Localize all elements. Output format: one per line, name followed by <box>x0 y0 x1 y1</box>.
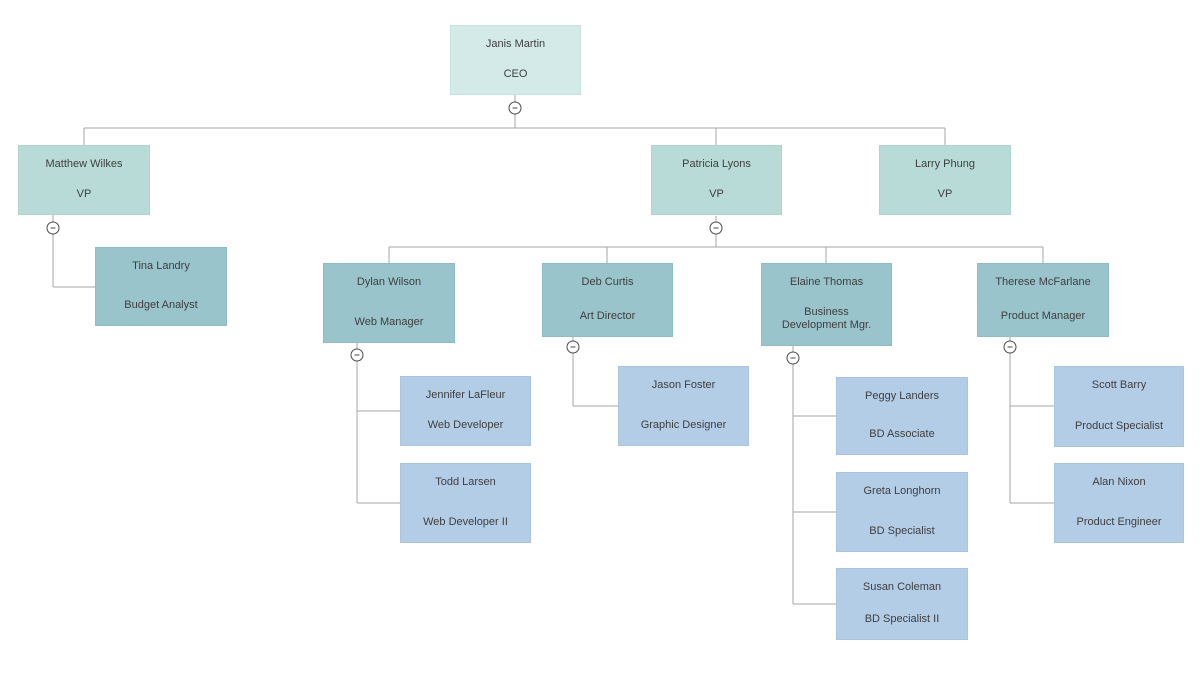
minus-icon <box>1007 346 1013 348</box>
minus-icon <box>713 227 719 229</box>
org-node-jason-foster[interactable]: Jason Foster Graphic Designer <box>618 366 749 446</box>
node-name: Jennifer LaFleur <box>425 389 506 401</box>
org-node-alan-nixon[interactable]: Alan Nixon Product Engineer <box>1054 463 1184 543</box>
minus-icon <box>50 227 56 229</box>
node-title: Business Development Mgr. <box>781 306 872 331</box>
node-title: Product Manager <box>1000 310 1086 322</box>
node-name: Todd Larsen <box>435 476 496 488</box>
node-title: BD Associate <box>869 428 935 440</box>
node-name: Janis Martin <box>485 38 546 50</box>
collapse-toggle-elaine[interactable] <box>786 351 800 365</box>
minus-icon <box>512 107 518 109</box>
node-title: Product Engineer <box>1076 516 1162 528</box>
org-node-scott-barry[interactable]: Scott Barry Product Specialist <box>1054 366 1184 447</box>
node-title: VP <box>937 188 953 200</box>
node-name: Alan Nixon <box>1092 476 1146 488</box>
node-title: Web Developer II <box>423 516 508 528</box>
org-node-susan-coleman[interactable]: Susan Coleman BD Specialist II <box>836 568 968 640</box>
org-node-therese-mcfarlane[interactable]: Therese McFarlane Product Manager <box>977 263 1109 337</box>
org-node-deb-curtis[interactable]: Deb Curtis Art Director <box>542 263 673 337</box>
node-name: Susan Coleman <box>862 581 942 593</box>
node-name: Therese McFarlane <box>995 276 1091 288</box>
node-title: Product Specialist <box>1074 420 1164 432</box>
node-name: Peggy Landers <box>865 390 939 402</box>
collapse-toggle-matthew[interactable] <box>46 221 60 235</box>
org-node-patricia-lyons[interactable]: Patricia Lyons VP <box>651 145 782 215</box>
org-node-peggy-landers[interactable]: Peggy Landers BD Associate <box>836 377 968 455</box>
org-node-greta-longhorn[interactable]: Greta Longhorn BD Specialist <box>836 472 968 552</box>
collapse-toggle-janis[interactable] <box>508 101 522 115</box>
node-title: VP <box>76 188 92 200</box>
org-node-dylan-wilson[interactable]: Dylan Wilson Web Manager <box>323 263 455 343</box>
node-name: Larry Phung <box>915 158 975 170</box>
node-name: Tina Landry <box>132 260 190 272</box>
org-node-matthew-wilkes[interactable]: Matthew Wilkes VP <box>18 145 150 215</box>
node-name: Dylan Wilson <box>356 276 422 288</box>
node-title: Graphic Designer <box>640 419 727 431</box>
minus-icon <box>790 357 796 359</box>
org-node-todd-larsen[interactable]: Todd Larsen Web Developer II <box>400 463 531 543</box>
collapse-toggle-deb[interactable] <box>566 340 580 354</box>
org-node-elaine-thomas[interactable]: Elaine Thomas Business Development Mgr. <box>761 263 892 346</box>
node-title: BD Specialist II <box>864 613 940 625</box>
node-name: Matthew Wilkes <box>45 158 123 170</box>
node-title: Web Manager <box>354 316 424 328</box>
node-name: Elaine Thomas <box>789 276 864 288</box>
node-title: BD Specialist <box>869 525 935 537</box>
node-title: Web Developer <box>427 419 504 431</box>
collapse-toggle-therese[interactable] <box>1003 340 1017 354</box>
minus-icon <box>570 346 576 348</box>
org-node-tina-landry[interactable]: Tina Landry Budget Analyst <box>95 247 227 326</box>
node-title: Art Director <box>579 310 636 322</box>
node-title: Budget Analyst <box>124 299 198 311</box>
node-name: Deb Curtis <box>581 276 634 288</box>
node-name: Jason Foster <box>651 379 716 391</box>
minus-icon <box>354 354 360 356</box>
org-node-larry-phung[interactable]: Larry Phung VP <box>879 145 1011 215</box>
node-name: Patricia Lyons <box>682 158 751 170</box>
collapse-toggle-dylan[interactable] <box>350 348 364 362</box>
node-name: Scott Barry <box>1091 379 1147 391</box>
collapse-toggle-patricia[interactable] <box>709 221 723 235</box>
org-node-jennifer-lafleur[interactable]: Jennifer LaFleur Web Developer <box>400 376 531 446</box>
node-title: CEO <box>503 68 528 80</box>
node-title: VP <box>709 188 724 200</box>
org-node-janis-martin[interactable]: Janis Martin CEO <box>450 25 581 95</box>
node-name: Greta Longhorn <box>863 485 941 497</box>
